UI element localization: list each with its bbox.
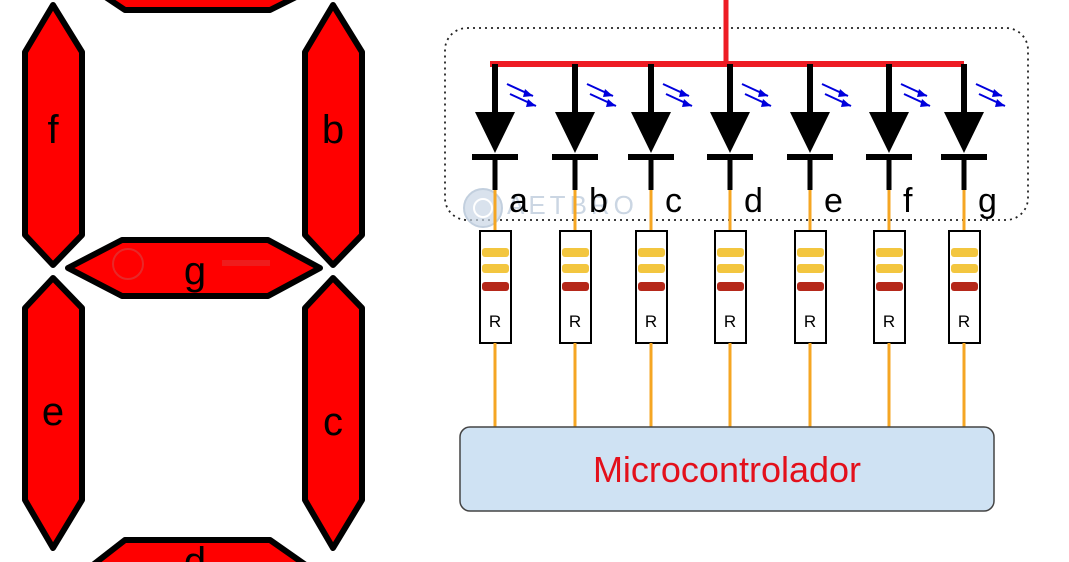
light-arrows-icon	[900, 83, 931, 107]
resistor-band	[717, 282, 744, 291]
resistor-band	[562, 264, 589, 273]
segment-g	[65, 237, 323, 299]
channel-b: bR	[552, 64, 617, 427]
diode-triangle	[869, 112, 909, 153]
channel-d: dR	[707, 64, 772, 427]
diode-triangle	[944, 112, 984, 153]
resistor-label: R	[883, 312, 895, 331]
light-arrows-icon	[662, 83, 693, 107]
light-arrows-icon	[821, 83, 852, 107]
resistor-label: R	[804, 312, 816, 331]
resistor-band	[876, 282, 903, 291]
diode-triangle	[631, 112, 671, 153]
pin-label-g: g	[978, 182, 997, 220]
channel-g: gR	[941, 64, 1006, 427]
segment-b	[302, 2, 365, 268]
pin-label-f: f	[903, 182, 913, 220]
resistor-band	[876, 248, 903, 257]
diode-triangle	[555, 112, 595, 153]
segment-label-g: g	[184, 249, 206, 293]
segment-c	[302, 275, 365, 551]
microcontroller-label: Microcontrolador	[593, 449, 861, 490]
watermark: AETBRO	[463, 188, 638, 228]
resistor-band	[797, 282, 824, 291]
channel-e: eR	[787, 64, 852, 427]
segment-e	[22, 275, 85, 551]
resistor-band	[717, 264, 744, 273]
resistor-band	[562, 282, 589, 291]
microcontroller-box	[459, 426, 995, 512]
diode-triangle	[790, 112, 830, 153]
diode-triangle	[710, 112, 750, 153]
channel-c: cR	[628, 64, 693, 427]
segment-f	[22, 2, 85, 268]
resistor-label: R	[569, 312, 581, 331]
resistor-band	[482, 282, 509, 291]
pin-label-c: c	[665, 182, 682, 220]
segment-a	[104, 0, 297, 13]
resistor-band	[797, 264, 824, 273]
segment-label-d: d	[184, 540, 206, 562]
resistor-band	[638, 248, 665, 257]
resistor-band	[797, 248, 824, 257]
segment-watermark-icon	[112, 248, 144, 280]
segment-watermark-mark	[222, 260, 270, 266]
channel-a: aR	[472, 64, 537, 427]
light-arrows-icon	[975, 83, 1006, 107]
channel-f: fR	[866, 64, 931, 427]
resistor-label: R	[645, 312, 657, 331]
segment-label-b: b	[322, 108, 344, 152]
resistor-band	[638, 264, 665, 273]
pin-label-e: e	[824, 182, 843, 220]
pin-label-b: b	[589, 182, 608, 220]
segment-label-e: e	[42, 390, 64, 434]
watermark-logo-icon	[463, 188, 503, 228]
resistor-band	[482, 248, 509, 257]
light-arrows-icon	[586, 83, 617, 107]
resistor-label: R	[724, 312, 736, 331]
light-arrows-icon	[506, 83, 537, 107]
resistor-label: R	[489, 312, 501, 331]
resistor-label: R	[958, 312, 970, 331]
segment-d	[91, 537, 307, 562]
pin-label-d: d	[744, 182, 763, 220]
segment-label-f: f	[47, 108, 59, 152]
light-arrows-icon	[741, 83, 772, 107]
resistor-band	[951, 248, 978, 257]
microcontroller: Microcontrolador	[459, 426, 995, 512]
resistor-band	[482, 264, 509, 273]
pin-label-a: a	[509, 182, 528, 220]
watermark-text: AETBRO	[507, 190, 638, 220]
resistor-band	[876, 264, 903, 273]
resistor-band	[562, 248, 589, 257]
resistor-band	[638, 282, 665, 291]
segment-label-c: c	[323, 400, 343, 444]
common-bus	[490, 0, 964, 67]
diode-triangle	[475, 112, 515, 153]
seven-segment-display: f b g e c d	[22, 0, 365, 562]
resistor-band	[951, 282, 978, 291]
resistor-band	[717, 248, 744, 257]
resistor-band	[951, 264, 978, 273]
